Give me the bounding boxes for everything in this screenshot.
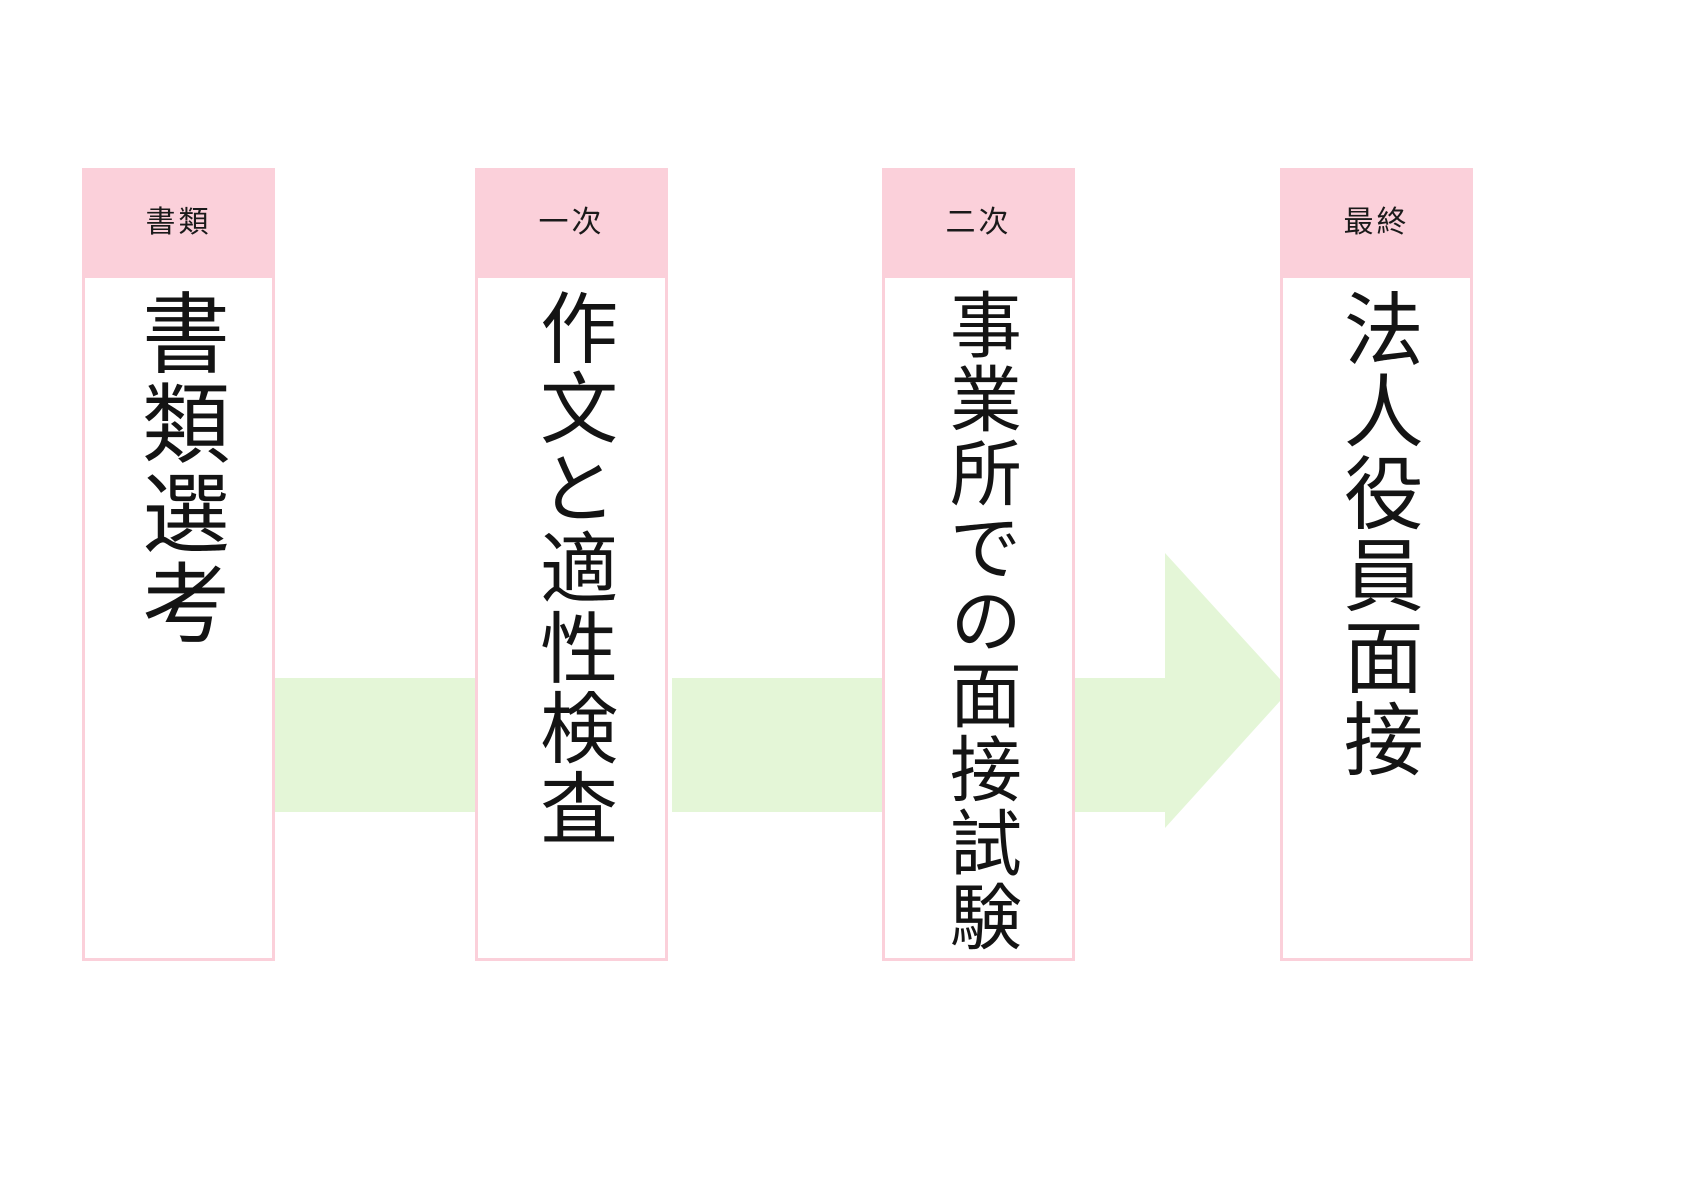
step-body-label-2: 作文と適性検査 — [527, 288, 618, 848]
step-body-label-3: 事業所での面接試験 — [937, 288, 1022, 954]
connector-arrow-step3-step4 — [1075, 553, 1290, 828]
step-body-2: 作文と適性検査 — [475, 278, 668, 961]
step-header-2: 一次 — [475, 168, 668, 278]
arrow-right-icon — [1075, 553, 1290, 828]
connector-band-step1-step2 — [270, 678, 482, 812]
connector-band-step2-step3 — [672, 678, 890, 812]
step-header-label-4: 最終 — [1343, 205, 1410, 240]
step-body-4: 法人役員面接 — [1280, 278, 1473, 961]
step-header-label-1: 書類 — [145, 205, 212, 240]
step-header-1: 書類 — [82, 168, 275, 278]
step-body-3: 事業所での面接試験 — [882, 278, 1075, 961]
step-column-1[interactable]: 書類 書類選考 — [82, 168, 275, 961]
step-body-label-1: 書類選考 — [127, 288, 231, 648]
step-body-label-4: 法人役員面接 — [1330, 288, 1424, 780]
step-body-1: 書類選考 — [82, 278, 275, 961]
step-column-3[interactable]: 二次 事業所での面接試験 — [882, 168, 1075, 961]
step-column-2[interactable]: 一次 作文と適性検査 — [475, 168, 668, 961]
step-header-4: 最終 — [1280, 168, 1473, 278]
step-header-label-3: 二次 — [945, 205, 1012, 240]
step-column-4[interactable]: 最終 法人役員面接 — [1280, 168, 1473, 961]
step-header-label-2: 一次 — [538, 205, 605, 240]
step-header-3: 二次 — [882, 168, 1075, 278]
